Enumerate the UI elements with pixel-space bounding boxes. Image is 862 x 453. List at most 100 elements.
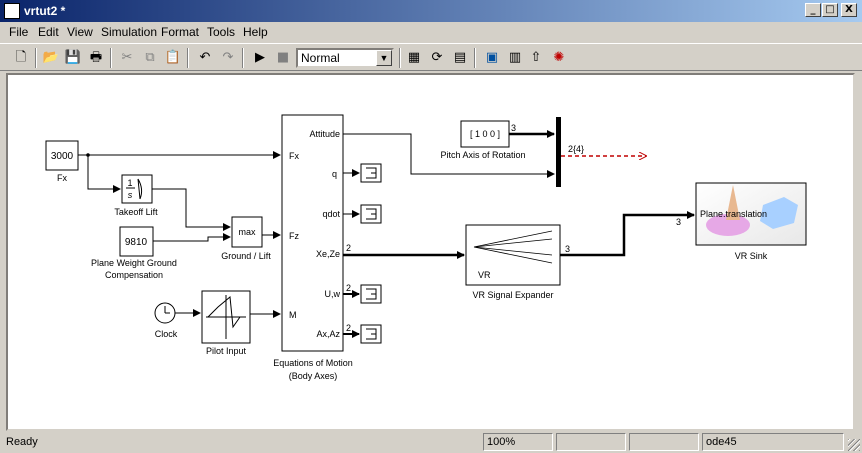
vr-sink-block[interactable]: Plane.translation VR Sink (695, 182, 807, 261)
weight-constant-value: 9810 (125, 237, 148, 248)
new-model-icon[interactable]: 🗋 (15, 50, 27, 65)
terminator-uw[interactable] (360, 284, 382, 304)
eom-output-uw: U,w (325, 289, 341, 299)
vr-signal-expander-block[interactable]: VR VR Signal Expander (465, 224, 561, 300)
terminator-qdot[interactable] (360, 204, 382, 224)
mux-block[interactable] (556, 117, 561, 187)
eom-input-fx: Fx (289, 151, 299, 161)
update-diagram-icon[interactable]: ⟳ (431, 50, 443, 65)
menu-edit[interactable]: Edit (38, 25, 59, 39)
toolbar-separator (399, 48, 401, 68)
takeoff-lift-label: Takeoff Lift (114, 207, 158, 217)
model-explorer-icon[interactable]: ▥ (508, 50, 522, 65)
menu-file[interactable]: File (9, 25, 29, 39)
pitch-axis-label: Pitch Axis of Rotation (440, 150, 525, 160)
menu-bar: File Edit View Simulation Format Tools H… (0, 22, 862, 42)
eom-label-1: Equations of Motion (273, 358, 353, 368)
paste-icon[interactable]: 📋 (164, 50, 182, 65)
print-icon[interactable]: 🖶 (89, 50, 103, 65)
open-folder-icon[interactable]: 📂 (42, 50, 60, 65)
eom-label-2: (Body Axes) (289, 371, 338, 381)
save-icon[interactable]: 💾 (64, 50, 82, 65)
max-block[interactable]: max Ground / Lift (221, 216, 271, 261)
library-browser-icon[interactable]: ▣ (485, 50, 499, 65)
pilot-input-label: Pilot Input (206, 346, 247, 356)
incremental-build-icon[interactable]: ▤ (453, 50, 467, 65)
window-title: vrtut2 * (24, 4, 66, 18)
go-to-parent-icon[interactable]: ⇧ (530, 50, 542, 65)
solver-name: ode45 (702, 433, 844, 451)
clock-label: Clock (155, 329, 178, 339)
minimize-button[interactable]: _ (805, 3, 821, 17)
block-diagram: 3000 Fx 1 s Takeoff Lift 9810 Plane Weig… (45, 114, 807, 381)
terminator-q[interactable] (360, 163, 382, 183)
toolbar-separator (110, 48, 112, 68)
chevron-down-icon[interactable]: ▼ (376, 50, 392, 66)
clock-block[interactable]: Clock (154, 302, 178, 339)
weight-constant-label-1: Plane Weight Ground (91, 258, 177, 268)
toolbar: 🗋 📂 💾 🖶 ✂ ⧉ 📋 ↶ ↷ ▶ ■ ▦ ⟳ ▤ ▣ ▥ ⇧ ✺ (0, 43, 862, 71)
toolbar-separator (474, 48, 476, 68)
status-field-empty (629, 433, 699, 451)
start-simulation-icon[interactable]: ▶ (255, 50, 265, 65)
signal-width-axaz: 2 (346, 323, 351, 333)
max-block-value: max (238, 227, 256, 237)
simulink-icon[interactable] (4, 3, 20, 19)
signal-width-sink: 3 (676, 217, 681, 227)
copy-icon[interactable]: ⧉ (145, 50, 155, 65)
simulation-mode-select[interactable]: Normal ▼ (296, 48, 394, 68)
status-field-empty (556, 433, 626, 451)
max-block-label: Ground / Lift (221, 251, 271, 261)
menu-help[interactable]: Help (243, 25, 268, 39)
stop-simulation-icon[interactable]: ■ (276, 50, 290, 65)
title-bar: vrtut2 * _ □ X (0, 0, 862, 22)
signal-width-xeze: 2 (346, 243, 351, 253)
vr-sink-port: Plane.translation (700, 209, 767, 219)
menu-simulation[interactable]: Simulation (101, 25, 158, 39)
equations-of-motion-block[interactable]: Fx Fz M Attitude q qdot Xe,Ze U,w Ax,Az … (273, 114, 353, 381)
pitch-axis-value: [ 1 0 0 ] (470, 129, 500, 139)
vr-expander-inner-text: VR (478, 270, 491, 280)
eom-input-fz: Fz (289, 231, 299, 241)
integrator-numerator: 1 (127, 178, 132, 188)
fx-constant-block[interactable]: 3000 Fx (45, 140, 79, 183)
terminator-axaz[interactable] (360, 324, 382, 344)
redo-icon[interactable]: ↷ (222, 50, 234, 65)
pitch-axis-block[interactable]: [ 1 0 0 ] Pitch Axis of Rotation (440, 120, 526, 160)
signal-width-expander: 3 (565, 244, 570, 254)
menu-view[interactable]: View (67, 25, 93, 39)
fx-constant-value: 3000 (51, 151, 74, 162)
signal-lines (78, 130, 695, 338)
undo-icon[interactable]: ↶ (199, 50, 211, 65)
eom-input-m: M (289, 310, 297, 320)
takeoff-lift-block[interactable]: 1 s Takeoff Lift (114, 174, 158, 217)
integrator-denominator: s (128, 190, 133, 200)
close-button[interactable]: X (841, 3, 857, 17)
signal-width-mux: 2{4} (568, 144, 584, 154)
vr-sink-label: VR Sink (735, 251, 768, 261)
simulation-mode-value: Normal (301, 51, 340, 65)
status-bar: Ready 100% ode45 (0, 433, 862, 453)
build-icon[interactable]: ▦ (407, 50, 421, 65)
signal-width-pitch: 3 (511, 123, 516, 133)
eom-output-qdot: qdot (322, 209, 340, 219)
resize-grip-icon[interactable] (848, 439, 860, 451)
menu-tools[interactable]: Tools (207, 25, 236, 39)
weight-constant-label-2: Compensation (105, 270, 163, 280)
eom-output-xeze: Xe,Ze (316, 249, 340, 259)
eom-output-attitude: Attitude (309, 129, 340, 139)
eom-output-q: q (332, 169, 337, 179)
eom-output-axaz: Ax,Az (316, 329, 340, 339)
cut-icon[interactable]: ✂ (121, 50, 133, 65)
pilot-input-block[interactable]: Pilot Input (201, 290, 251, 356)
signal-width-uw: 2 (346, 283, 351, 293)
zoom-level: 100% (483, 433, 553, 451)
model-canvas[interactable]: 3000 Fx 1 s Takeoff Lift 9810 Plane Weig… (6, 73, 855, 431)
menu-format[interactable]: Format (161, 25, 200, 39)
weight-constant-block[interactable]: 9810 Plane Weight Ground Compensation (91, 226, 177, 280)
toolbar-separator (242, 48, 244, 68)
toolbar-separator (187, 48, 189, 68)
maximize-button[interactable]: □ (822, 3, 838, 17)
fx-constant-label: Fx (57, 173, 67, 183)
debugger-icon[interactable]: ✺ (553, 50, 565, 65)
